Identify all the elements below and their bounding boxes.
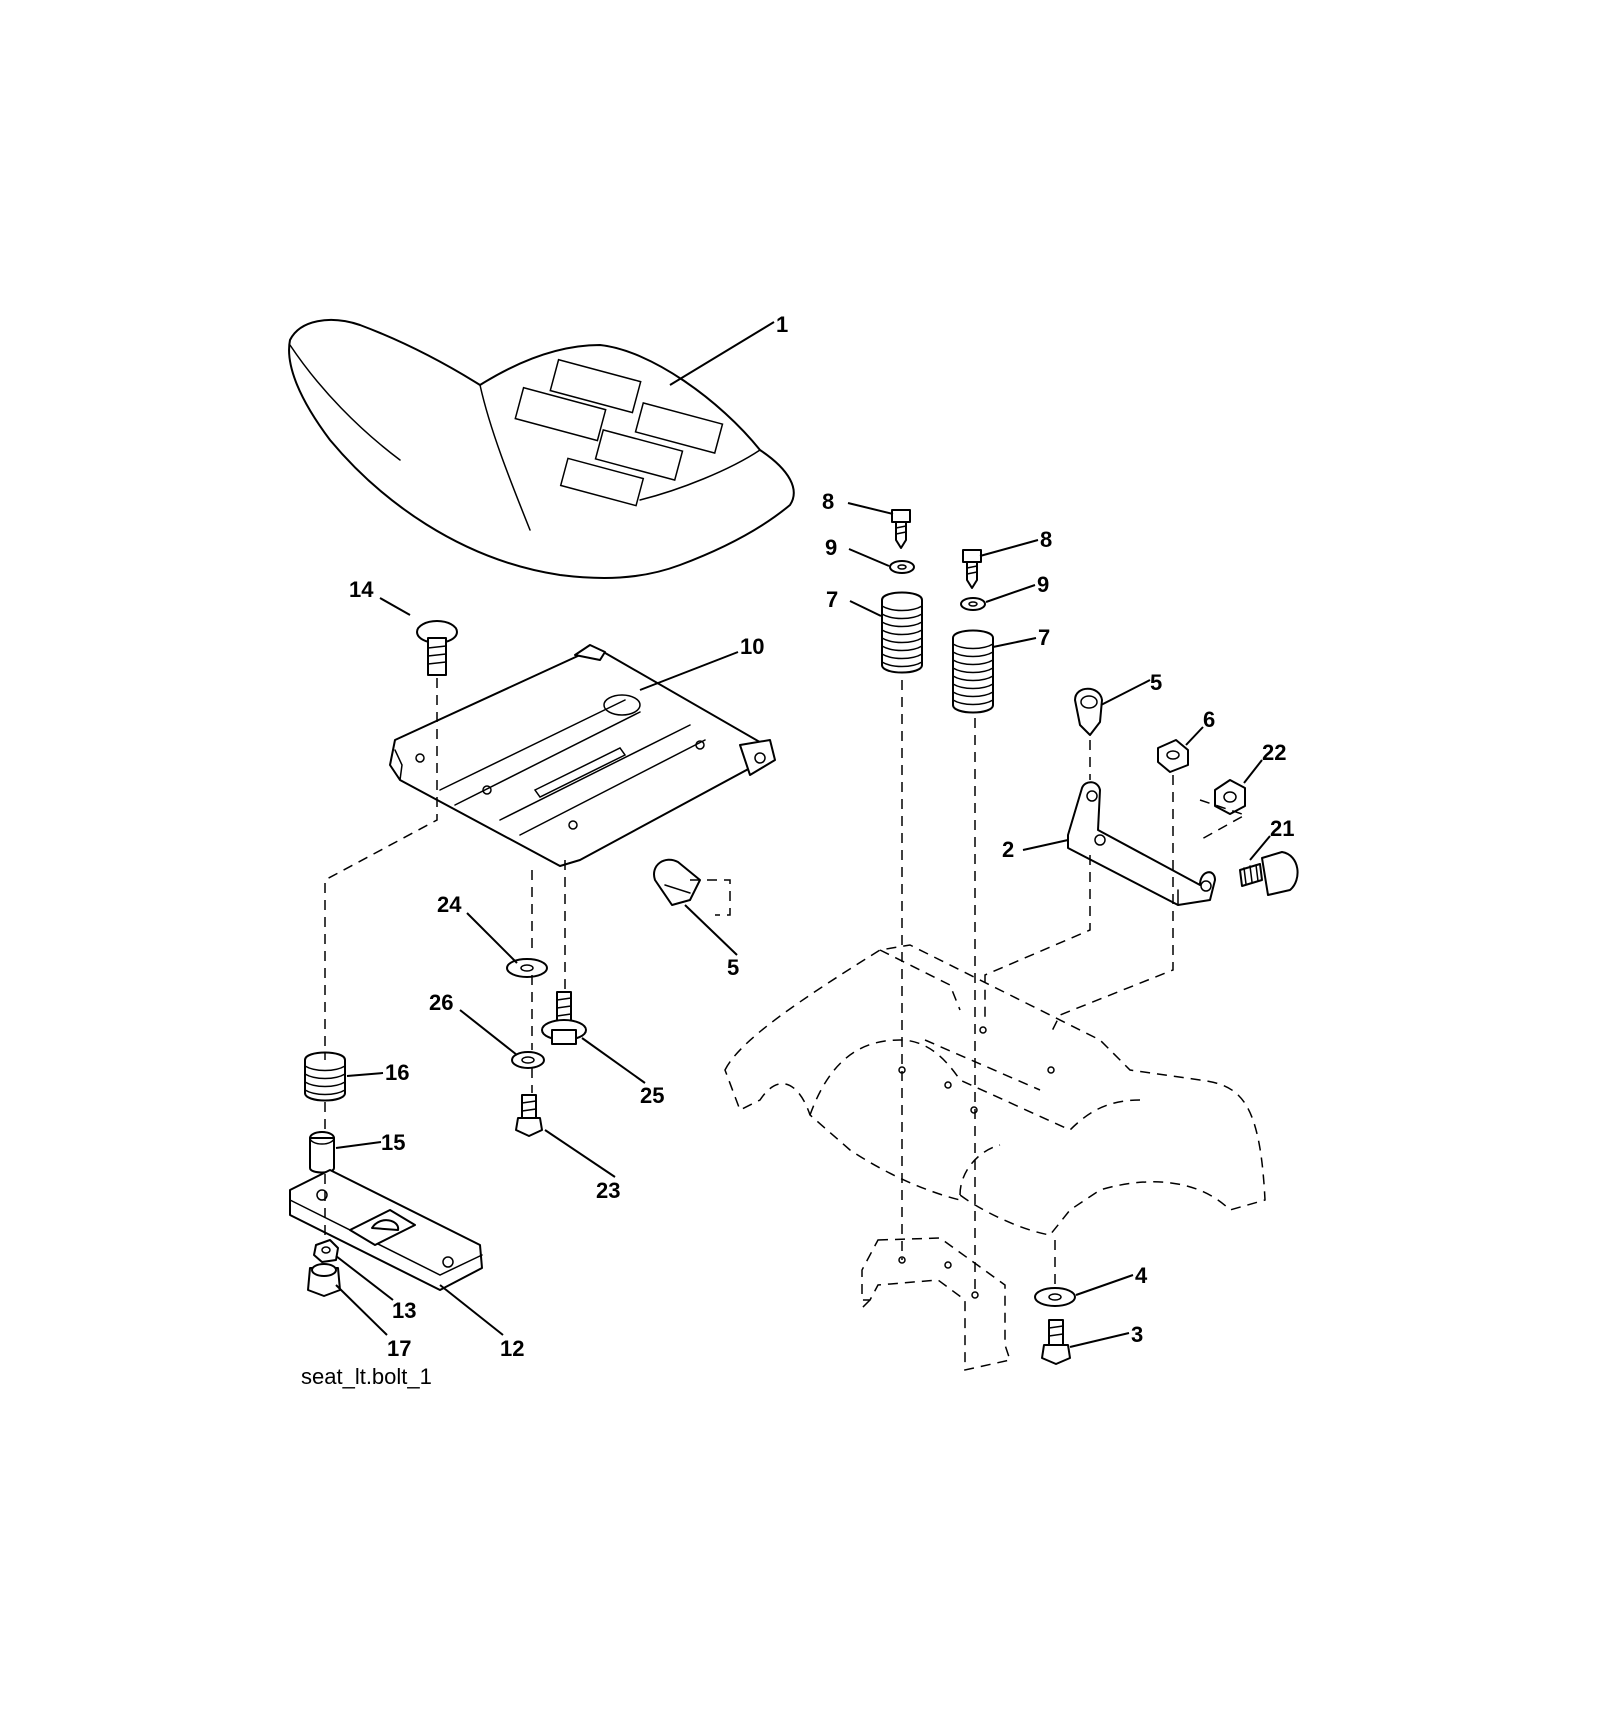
callout-4: 4 <box>1135 1263 1148 1288</box>
nut-13 <box>313 1239 339 1263</box>
lock-nut-17 <box>307 1263 341 1297</box>
callout-8-left: 8 <box>822 489 834 514</box>
hex-nut-6 <box>1157 739 1189 773</box>
callout-9-right: 9 <box>1037 572 1049 597</box>
carriage-bolt <box>416 620 458 676</box>
callout-26: 26 <box>429 990 453 1015</box>
hex-bolt-3 <box>1041 1319 1071 1365</box>
seat-spring-7-left <box>881 591 923 674</box>
shoulder-bolt-21 <box>1239 851 1299 896</box>
callout-7-right: 7 <box>1038 625 1050 650</box>
callout-7-left: 7 <box>826 587 838 612</box>
callout-8-right: 8 <box>1040 527 1052 552</box>
washer-9-right <box>960 597 986 611</box>
washer-24 <box>506 958 548 978</box>
diagram-caption: seat_lt.bolt_1 <box>301 1364 432 1389</box>
alignment-lines-right <box>901 680 1247 1295</box>
callout-17: 17 <box>387 1336 411 1361</box>
callout-1: 1 <box>776 312 788 337</box>
pivot-bracket <box>289 1169 483 1291</box>
fender-outline <box>724 944 1266 1236</box>
callout-16: 16 <box>385 1060 409 1085</box>
callout-23: 23 <box>596 1178 620 1203</box>
callout-3: 3 <box>1131 1322 1143 1347</box>
alignment-lines-left <box>324 678 566 1240</box>
callout-6: 6 <box>1203 707 1215 732</box>
callout-12: 12 <box>500 1336 524 1361</box>
callout-2: 2 <box>1002 837 1014 862</box>
hex-nut-22 <box>1214 779 1246 815</box>
seat-spring-7-right <box>952 629 994 714</box>
callout-25: 25 <box>640 1083 664 1108</box>
switch-bracket <box>1067 781 1216 906</box>
callout-21: 21 <box>1270 816 1294 841</box>
callout-15: 15 <box>381 1130 405 1155</box>
callout-5-left: 5 <box>727 955 739 980</box>
screw-8-left <box>891 509 911 549</box>
screw-8-right <box>962 549 982 589</box>
washer-26 <box>511 1051 545 1069</box>
hex-bolt-23 <box>515 1094 543 1137</box>
seat-pan <box>389 644 776 867</box>
seat-spring-16 <box>304 1051 346 1102</box>
callout-24: 24 <box>437 892 462 917</box>
seat-cushion <box>288 319 795 579</box>
washer-9-left <box>889 560 915 574</box>
shoulder-bolt <box>541 991 587 1045</box>
spacer <box>309 1131 335 1174</box>
callout-9-left: 9 <box>825 535 837 560</box>
seat-switch-clip-left <box>653 858 731 916</box>
callout-labels: 1 14 10 8 9 7 8 9 7 5 6 22 21 2 5 24 26 … <box>301 312 1294 1389</box>
callout-14: 14 <box>349 577 374 602</box>
frame-bracket-outline <box>859 1237 1011 1371</box>
seat-switch-clip-right <box>1074 687 1103 736</box>
callout-22: 22 <box>1262 740 1286 765</box>
leader-lines <box>335 321 1271 1348</box>
callout-10: 10 <box>740 634 764 659</box>
callout-5-right: 5 <box>1150 670 1162 695</box>
washer-4 <box>1034 1287 1076 1307</box>
callout-13: 13 <box>392 1298 416 1323</box>
